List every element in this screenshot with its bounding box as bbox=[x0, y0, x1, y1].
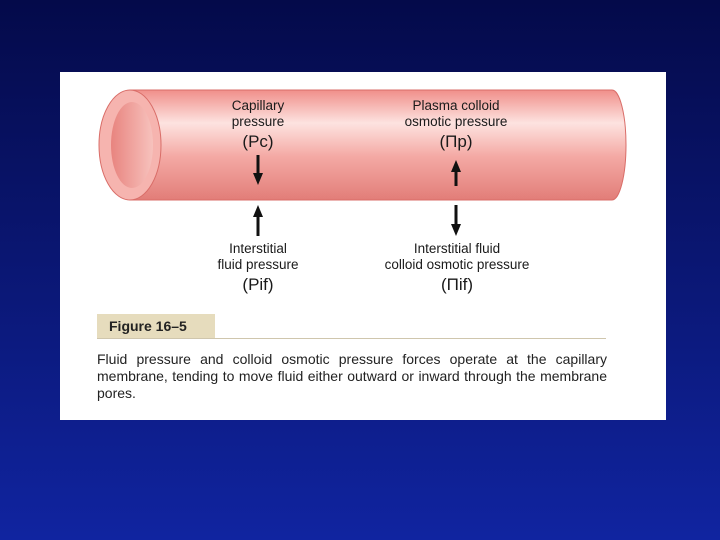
arrow-piif-outward bbox=[451, 205, 461, 236]
label-interstitial-colloid-line2: colloid osmotic pressure bbox=[360, 257, 554, 273]
label-capillary-pressure-symbol: (Pc) bbox=[203, 131, 313, 152]
label-capillary-pressure-line2: pressure bbox=[203, 114, 313, 130]
figure-number: Figure 16–5 bbox=[97, 314, 215, 338]
capillary-tube bbox=[99, 90, 626, 200]
label-interstitial-fluid-pressure-line1: Interstitial bbox=[198, 241, 318, 257]
figure-caption-bar: Figure 16–5 bbox=[97, 314, 606, 339]
label-interstitial-colloid-line1: Interstitial fluid bbox=[360, 241, 554, 257]
label-capillary-pressure-line1: Capillary bbox=[203, 98, 313, 114]
label-plasma-colloid-line1: Plasma colloid bbox=[381, 98, 531, 114]
label-interstitial-fluid-pressure: Interstitial fluid pressure (Pif) bbox=[198, 241, 318, 295]
label-interstitial-fluid-pressure-line2: fluid pressure bbox=[198, 257, 318, 273]
arrow-pif-inward bbox=[253, 205, 263, 236]
label-plasma-colloid-line2: osmotic pressure bbox=[381, 114, 531, 130]
figure-caption: Fluid pressure and colloid osmotic press… bbox=[97, 351, 607, 402]
label-plasma-colloid-symbol: (Πp) bbox=[381, 131, 531, 152]
label-interstitial-colloid: Interstitial fluid colloid osmotic press… bbox=[360, 241, 554, 295]
label-capillary-pressure: Capillary pressure (Pc) bbox=[203, 98, 313, 152]
label-interstitial-fluid-pressure-symbol: (Pif) bbox=[198, 274, 318, 295]
figure-panel: Capillary pressure (Pc) Plasma colloid o… bbox=[60, 72, 666, 420]
label-plasma-colloid: Plasma colloid osmotic pressure (Πp) bbox=[381, 98, 531, 152]
label-interstitial-colloid-symbol: (Πif) bbox=[360, 274, 554, 295]
